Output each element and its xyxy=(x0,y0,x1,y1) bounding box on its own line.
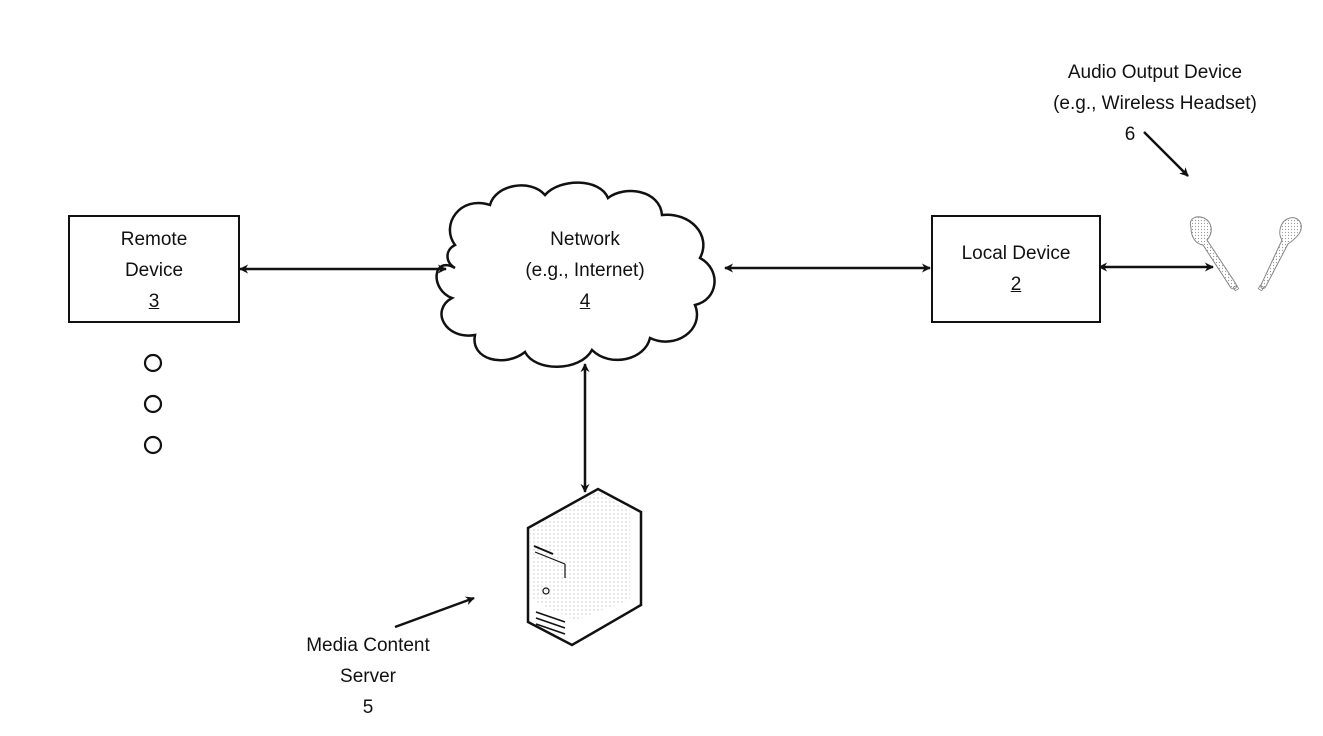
local-device-ref: 2 xyxy=(1010,274,1022,295)
remote-device-line1: Remote xyxy=(120,229,188,250)
earbud-right-icon xyxy=(1257,217,1302,292)
media-server-line1: Media Content xyxy=(306,635,430,656)
remote-device-line2: Device xyxy=(124,260,184,281)
audio-output-line1: Audio Output Device xyxy=(1067,62,1243,83)
media-server-line2: Server xyxy=(340,666,396,687)
remote-device-ref: 3 xyxy=(148,291,160,312)
network-line2: (e.g., Internet) xyxy=(525,260,645,281)
audio-output-label: Audio Output Device (e.g., Wireless Head… xyxy=(1005,57,1305,150)
headset-pointer-arrow xyxy=(1143,131,1189,177)
network-line1: Network xyxy=(550,229,620,250)
earbud-left-icon xyxy=(1189,216,1240,292)
media-server-ref: 5 xyxy=(362,697,374,718)
ellipsis-dot xyxy=(143,353,163,373)
network-cloud-shape xyxy=(435,181,716,368)
audio-output-ref: 6 xyxy=(1124,124,1136,145)
ellipsis-dot xyxy=(143,435,163,455)
network-label: Network (e.g., Internet) 4 xyxy=(490,224,680,317)
ellipsis-dot xyxy=(143,394,163,414)
remote-device-node xyxy=(68,215,240,323)
remote-device-label: Remote Device 3 xyxy=(68,224,240,317)
media-server-icon xyxy=(526,487,643,647)
network-ref: 4 xyxy=(579,291,591,312)
local-device-label: Local Device 2 xyxy=(931,238,1101,300)
audio-output-line2: (e.g., Wireless Headset) xyxy=(1053,93,1257,114)
local-device-line1: Local Device xyxy=(961,243,1071,264)
media-server-label: Media Content Server 5 xyxy=(268,630,468,723)
server-pointer-arrow xyxy=(394,596,475,629)
local-device-node xyxy=(931,215,1101,323)
